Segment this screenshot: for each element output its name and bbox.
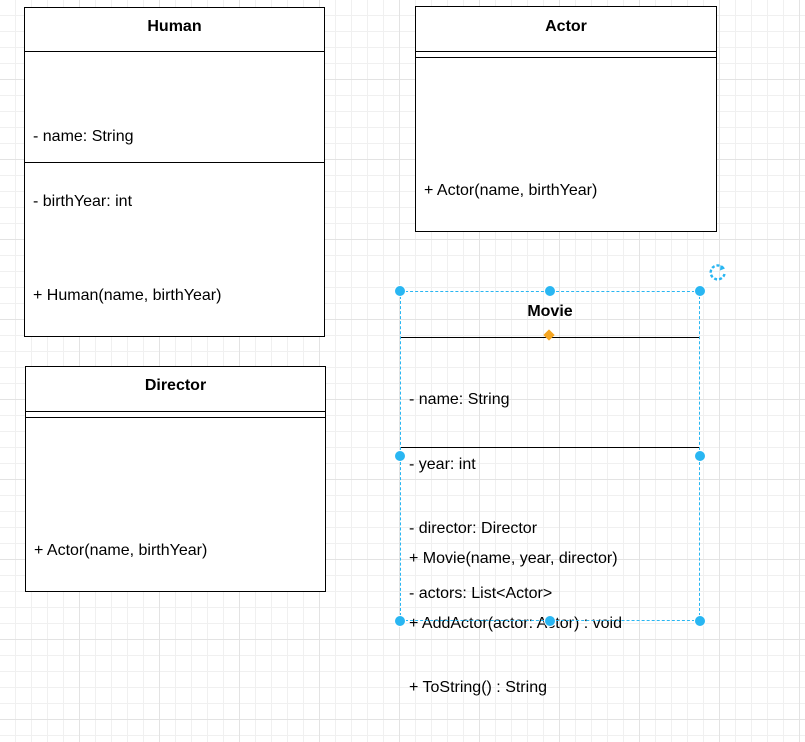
attribute-line: - name: String bbox=[409, 391, 510, 408]
methods-movie[interactable]: + Movie(name, year, director) + AddActor… bbox=[409, 505, 622, 742]
method-line: + Human(name, birthYear) bbox=[33, 287, 222, 304]
uml-class-director[interactable]: Director + Actor(name, birthYear) bbox=[25, 366, 326, 592]
uml-class-movie[interactable]: Movie - name: String - year: int - direc… bbox=[400, 291, 700, 696]
methods-actor[interactable]: + Actor(name, birthYear) bbox=[424, 137, 597, 245]
resize-handle-top[interactable] bbox=[544, 285, 556, 297]
class-divider bbox=[26, 411, 325, 412]
uml-class-human[interactable]: Human - name: String - birthYear: int + … bbox=[24, 7, 325, 337]
method-line: + Actor(name, birthYear) bbox=[424, 182, 598, 199]
attribute-line: - name: String bbox=[33, 128, 134, 145]
class-divider bbox=[416, 57, 716, 58]
methods-human[interactable]: + Human(name, birthYear) bbox=[33, 242, 221, 350]
class-divider bbox=[25, 162, 324, 163]
method-line: + Actor(name, birthYear) bbox=[34, 542, 208, 559]
method-line: + AddActor(actor: Actor) : void bbox=[409, 614, 622, 632]
uml-class-actor[interactable]: Actor + Actor(name, birthYear) bbox=[415, 6, 717, 232]
rotate-icon[interactable] bbox=[708, 262, 728, 282]
attribute-line: - director: Director bbox=[409, 520, 538, 537]
class-name-director: Director bbox=[144, 377, 207, 394]
class-divider bbox=[401, 447, 699, 448]
resize-handle-bottom-left[interactable] bbox=[394, 615, 406, 627]
attributes-human[interactable]: - name: String - birthYear: int bbox=[33, 83, 133, 255]
method-line: + Movie(name, year, director) bbox=[409, 550, 618, 567]
method-line: + ToString() : String bbox=[409, 679, 547, 696]
resize-handle-left[interactable] bbox=[394, 450, 406, 462]
attribute-line: - birthYear: int bbox=[33, 192, 133, 210]
resize-handle-right[interactable] bbox=[694, 450, 706, 462]
resize-handle-bottom-right[interactable] bbox=[694, 615, 706, 627]
class-divider bbox=[25, 51, 324, 52]
attribute-line: - actors: List<Actor> bbox=[409, 584, 553, 602]
methods-director[interactable]: + Actor(name, birthYear) bbox=[34, 497, 207, 605]
resize-handle-bottom[interactable] bbox=[544, 615, 556, 627]
attribute-line: - year: int bbox=[409, 455, 476, 473]
class-divider bbox=[26, 417, 325, 418]
attributes-movie[interactable]: - name: String - year: int - director: D… bbox=[409, 346, 552, 647]
resize-handle-top-left[interactable] bbox=[394, 285, 406, 297]
class-name-actor: Actor bbox=[545, 18, 587, 35]
class-name-movie: Movie bbox=[527, 303, 573, 320]
class-divider bbox=[416, 51, 716, 52]
class-name-human: Human bbox=[147, 18, 202, 35]
resize-handle-top-right[interactable] bbox=[694, 285, 706, 297]
